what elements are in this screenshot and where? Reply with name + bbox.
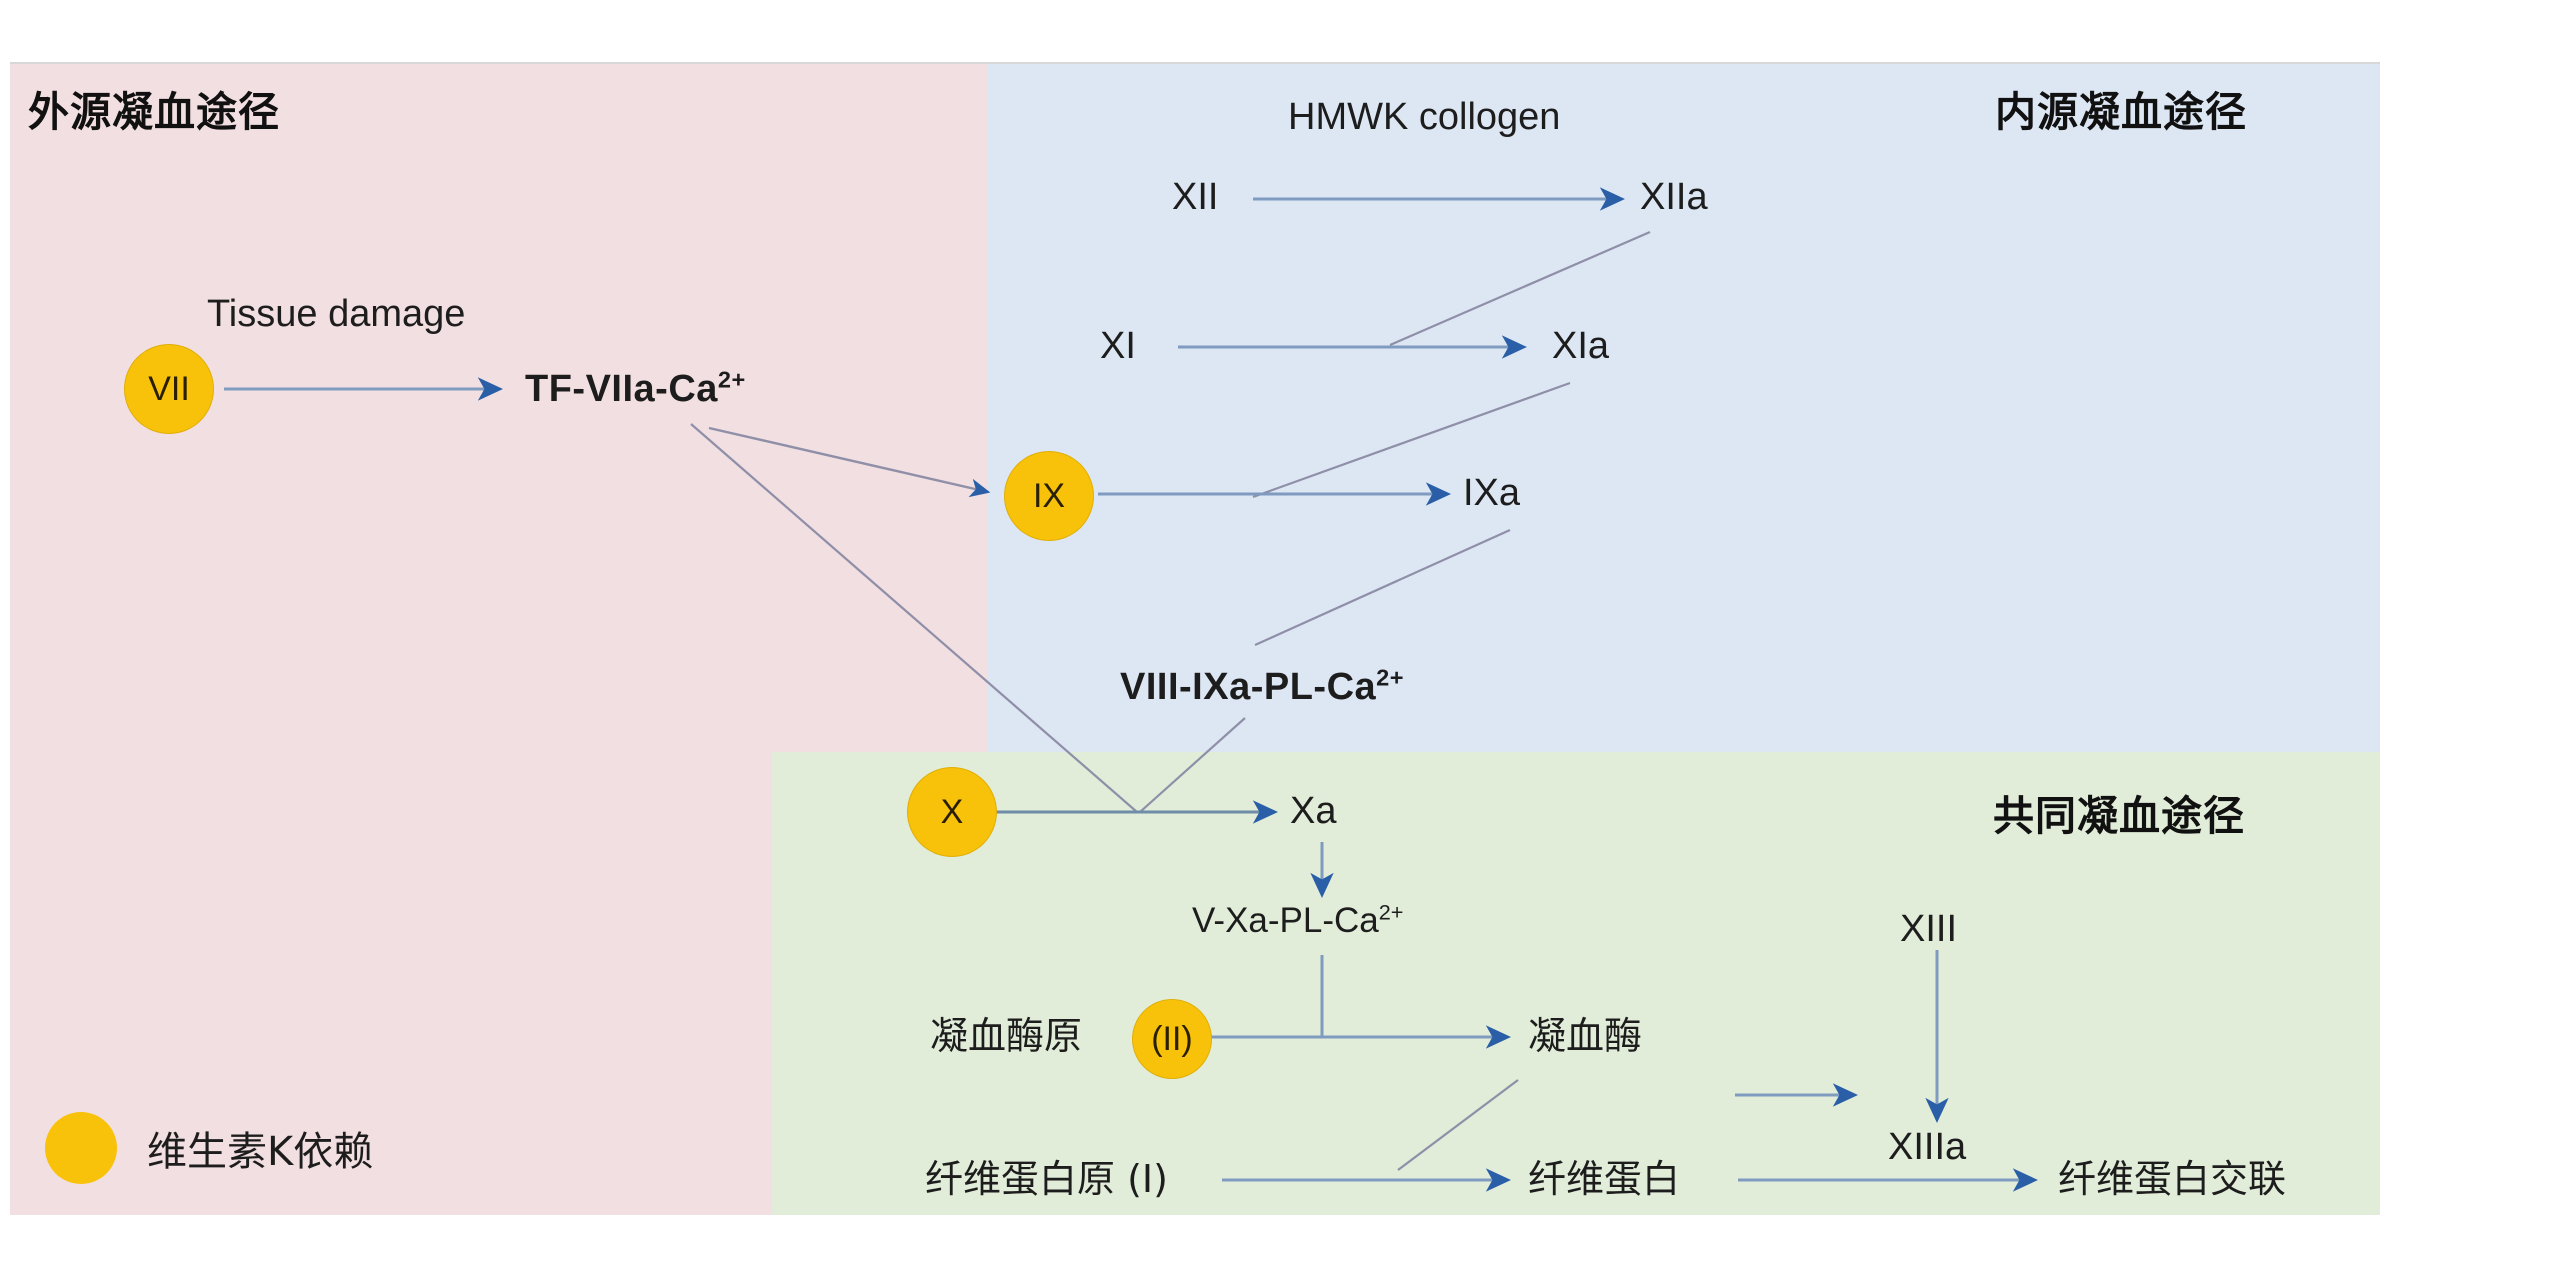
legend-swatch-vitamin-k-circle <box>45 1112 117 1184</box>
node-tenase-complex: VIII-IXa-PL-Ca2+ <box>1120 666 1404 708</box>
tenase-complex-text: VIII-IXa-PL-Ca <box>1120 666 1377 708</box>
node-factor-xiia: XIIa <box>1640 176 1708 218</box>
node-factor-ixa: IXa <box>1463 472 1521 514</box>
node-factor-xiii: XIII <box>1900 908 1958 950</box>
node-factor-x-label: X <box>940 792 964 831</box>
prothrombinase-text: V-Xa-PL-Ca <box>1192 901 1379 940</box>
tf-complex-superscript: 2+ <box>717 366 746 393</box>
legend: 维生素K依赖 <box>45 1112 373 1184</box>
node-prothrombin: 凝血酶原 <box>930 1014 1083 1058</box>
node-factor-ix-label: IX <box>1032 476 1066 515</box>
node-factor-x[interactable]: X <box>908 768 996 856</box>
node-factor-vii-label: VII <box>148 369 190 408</box>
node-factor-xiiia: XIIIa <box>1888 1126 1967 1168</box>
node-prothrombin-numeral[interactable]: (II) <box>1133 1000 1211 1078</box>
panel-title-extrinsic: 外源凝血途径 <box>28 89 280 135</box>
node-thrombin: 凝血酶 <box>1528 1014 1643 1058</box>
node-factor-xii: XII <box>1172 176 1219 218</box>
prothrombinase-superscript: 2+ <box>1378 899 1404 925</box>
node-fibrinogen: 纤维蛋白原 (I) <box>925 1157 1168 1201</box>
tenase-complex-superscript: 2+ <box>1376 664 1405 691</box>
legend-label: 维生素K依赖 <box>147 1129 374 1175</box>
node-fibrin: 纤维蛋白 <box>1528 1157 1681 1201</box>
node-prothrombinase-complex: V-Xa-PL-Ca2+ <box>1192 901 1403 940</box>
panel-common-pathway <box>772 752 2380 1215</box>
tf-complex-text: TF-VIIa-Ca <box>525 368 718 410</box>
node-tf-viia-ca-complex: TF-VIIa-Ca2+ <box>525 368 746 410</box>
panel-title-intrinsic: 内源凝血途径 <box>1995 89 2247 135</box>
node-factor-ix[interactable]: IX <box>1005 452 1093 540</box>
label-tissue-damage: Tissue damage <box>207 293 466 335</box>
node-crosslinked-fibrin: 纤维蛋白交联 <box>2058 1157 2287 1201</box>
node-prothrombin-numeral-label: (II) <box>1151 1019 1193 1058</box>
panel-intrinsic-pathway <box>988 62 2380 752</box>
panel-title-common: 共同凝血途径 <box>1993 793 2245 839</box>
node-factor-xi: XI <box>1100 325 1136 367</box>
node-factor-xa: Xa <box>1290 790 1337 832</box>
node-factor-vii[interactable]: VII <box>125 345 213 433</box>
label-hmwk-collogen: HMWK collogen <box>1288 96 1561 138</box>
node-factor-xia: XIa <box>1552 325 1610 367</box>
